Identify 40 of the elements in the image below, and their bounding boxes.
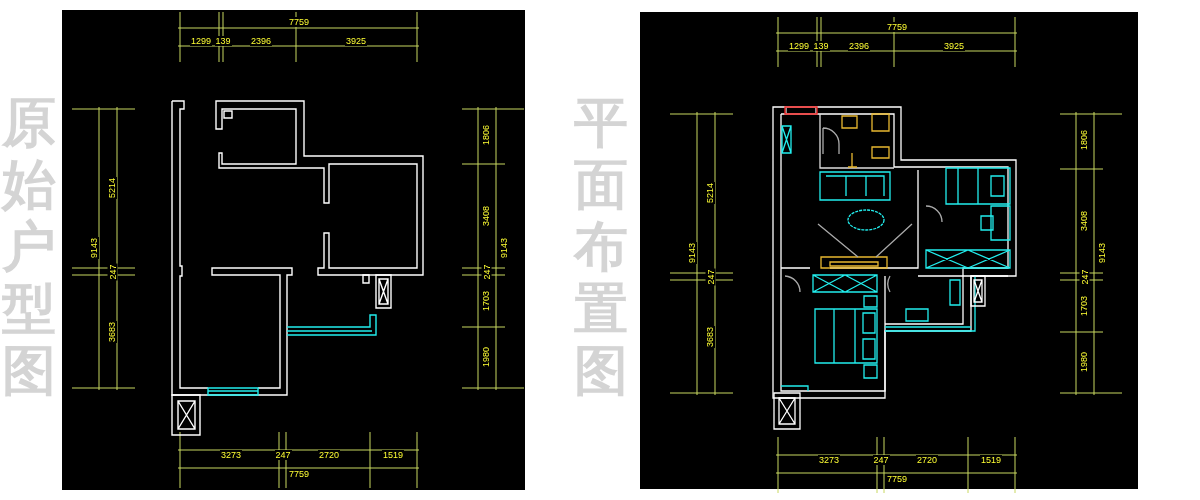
dimension-label: 1806 bbox=[1079, 129, 1089, 151]
dimension-label: 1703 bbox=[1079, 295, 1089, 317]
dimension-label: 3408 bbox=[481, 205, 491, 227]
dimension-label: 139 bbox=[214, 36, 232, 46]
dimension-label: 5214 bbox=[705, 182, 715, 204]
dimension-label: 7759 bbox=[288, 469, 311, 479]
dimension-label: 247 bbox=[872, 455, 890, 465]
dimension-label: 7759 bbox=[288, 17, 311, 27]
dimension-label: 5214 bbox=[107, 177, 117, 199]
dimension-label: 1299 bbox=[788, 41, 811, 51]
dimension-label: 3925 bbox=[345, 36, 368, 46]
dimension-label: 1980 bbox=[1079, 351, 1089, 373]
dimension-label: 2720 bbox=[318, 450, 341, 460]
dimension-label: 3683 bbox=[107, 321, 117, 343]
dimension-label: 7759 bbox=[886, 22, 909, 32]
dimension-label: 7759 bbox=[886, 474, 909, 484]
dimension-label: 2720 bbox=[916, 455, 939, 465]
dimension-label: 1299 bbox=[190, 36, 213, 46]
dimension-label: 3408 bbox=[1079, 210, 1089, 232]
dimension-label: 9143 bbox=[89, 237, 99, 259]
dimension-label: 9143 bbox=[687, 242, 697, 264]
dimension-label: 2396 bbox=[250, 36, 273, 46]
dimension-label: 247 bbox=[274, 450, 292, 460]
dimension-label: 3925 bbox=[943, 41, 966, 51]
dimension-label: 3273 bbox=[818, 455, 841, 465]
dimension-label: 2396 bbox=[848, 41, 871, 51]
dimension-label: 1806 bbox=[481, 124, 491, 146]
dimension-label: 1519 bbox=[382, 450, 405, 460]
dimension-label: 9143 bbox=[1097, 242, 1107, 264]
dimension-label: 247 bbox=[481, 263, 491, 281]
dimension-label: 1519 bbox=[980, 455, 1003, 465]
dimension-label: 139 bbox=[812, 41, 830, 51]
dimension-label: 247 bbox=[705, 268, 715, 286]
dimension-label: 9143 bbox=[499, 237, 509, 259]
dimension-label: 1980 bbox=[481, 346, 491, 368]
dimension-label: 3683 bbox=[705, 326, 715, 348]
dimension-label: 247 bbox=[1079, 268, 1089, 286]
dimension-label: 1703 bbox=[481, 290, 491, 312]
dimension-label: 3273 bbox=[220, 450, 243, 460]
dimension-label: 247 bbox=[107, 263, 117, 281]
